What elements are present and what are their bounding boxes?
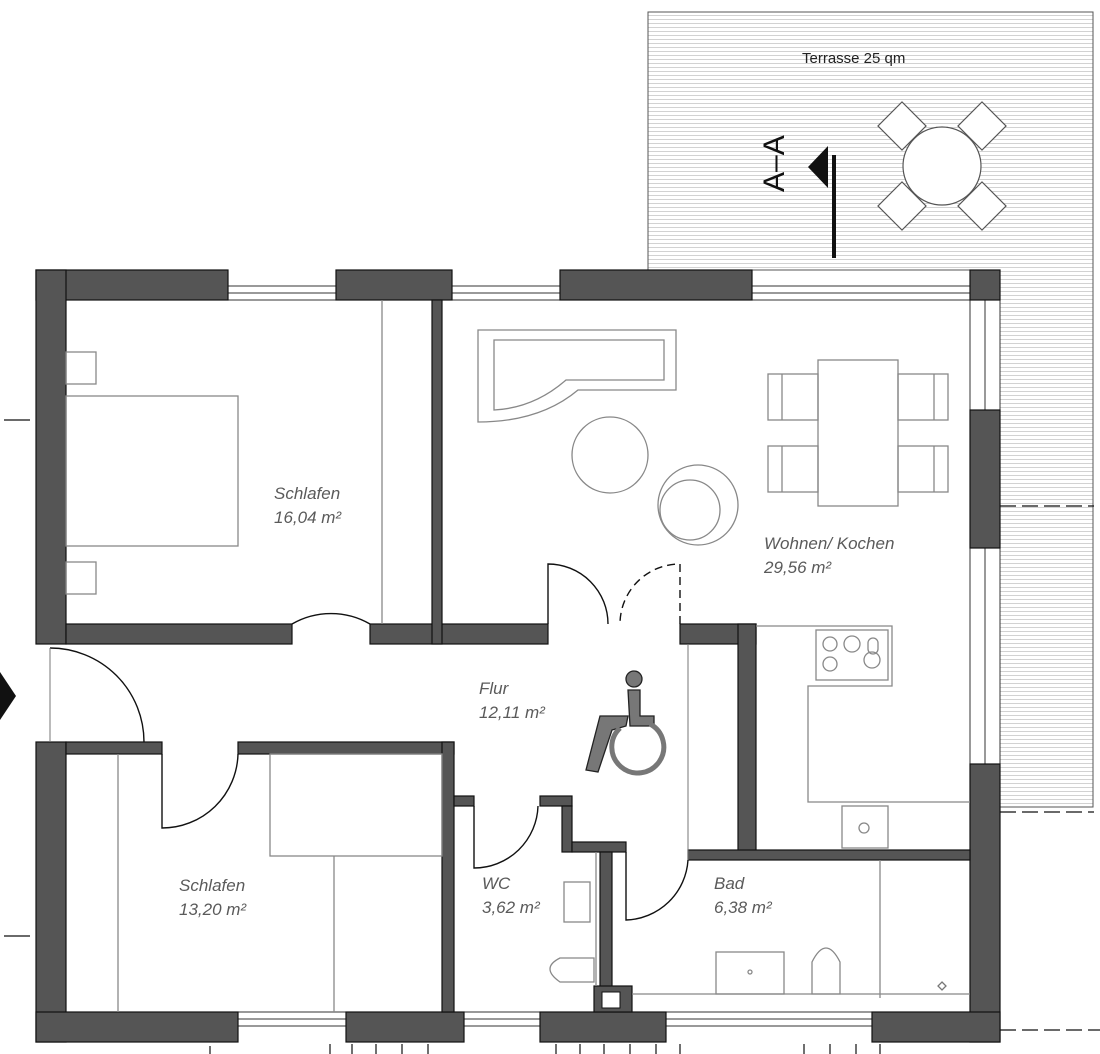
section-arrow-icon <box>808 146 828 188</box>
doors <box>49 563 689 921</box>
room-label-bath: Bad 6,38 m² <box>714 872 772 920</box>
room-label-hallway: Flur 12,11 m² <box>479 677 545 725</box>
furniture <box>65 300 970 1012</box>
terrace-table-set <box>877 101 1007 231</box>
room-label-bedroom-1: Schlafen 16,04 m² <box>274 482 341 530</box>
drain-symbol <box>937 981 947 991</box>
room-name: Bad <box>714 874 745 893</box>
section-label: A–A <box>758 135 791 192</box>
room-label-bedroom-2: Schlafen 13,20 m² <box>179 874 246 922</box>
room-label-wc: WC 3,62 m² <box>482 872 540 920</box>
room-name: WC <box>482 874 511 893</box>
room-area: 3,62 m² <box>482 898 540 917</box>
walls <box>35 269 1001 1043</box>
room-area: 29,56 m² <box>764 558 832 577</box>
room-area: 12,11 m² <box>479 703 545 722</box>
section-marker <box>808 146 836 258</box>
room-name: Wohnen/ Kochen <box>764 534 895 553</box>
room-name: Flur <box>479 679 509 698</box>
wheelchair-icon <box>585 670 667 776</box>
room-name: Schlafen <box>179 876 246 895</box>
room-area: 16,04 m² <box>274 508 342 527</box>
shaft <box>601 991 621 1009</box>
room-name: Schlafen <box>274 484 341 503</box>
entrance-arrow-icon <box>0 672 16 720</box>
room-label-living-kitchen: Wohnen/ Kochen 29,56 m² <box>764 532 894 580</box>
terrace-label: Terrasse 25 qm <box>802 50 906 67</box>
room-area: 13,20 m² <box>179 900 247 919</box>
dimension-lines <box>4 419 1100 1054</box>
room-area: 6,38 m² <box>714 898 772 917</box>
